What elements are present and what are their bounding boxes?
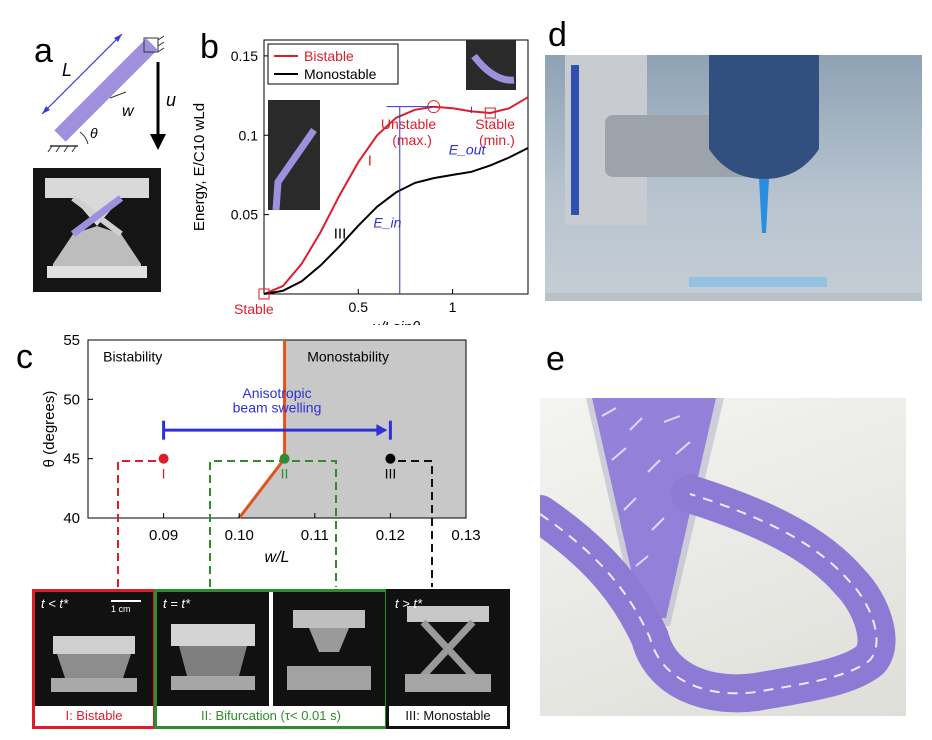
- point-label-III: III: [385, 466, 397, 482]
- annotation-stable-left: Stable: [234, 301, 274, 317]
- panel-label-d: d: [548, 16, 567, 54]
- point-I: [158, 453, 169, 464]
- nozzle-fiber-illustration: [540, 398, 906, 716]
- arrow-label-sub: beam swelling: [233, 399, 322, 415]
- point-label-I: I: [162, 466, 166, 482]
- label-w: w: [122, 103, 135, 120]
- xtick-label: 0.5: [349, 299, 369, 315]
- legend-label-bistable: Bistable: [304, 48, 354, 64]
- ytick-label: 0.1: [239, 127, 259, 143]
- legend-label-monostable: Monostable: [304, 66, 377, 82]
- x-axis-label: u/Lsinθ: [372, 319, 420, 325]
- annotation-E-out: E_out: [449, 141, 487, 157]
- caption-bistable: I: Bistable: [35, 706, 153, 726]
- ytick-label-c: 40: [63, 510, 80, 527]
- bistable-curve: [263, 96, 529, 295]
- time-label-right: t > t*: [395, 596, 423, 611]
- structure-photo-a: [33, 168, 161, 292]
- time-label-mid: t = t*: [163, 596, 191, 611]
- xtick-label: 1: [449, 299, 457, 315]
- beam: [54, 38, 158, 142]
- stable-marker-right: [484, 107, 496, 119]
- caption-bifurcation: II: Bifurcation (τ< 0.01 s): [157, 706, 385, 726]
- point-label-II: II: [281, 466, 289, 482]
- annotation-I: I: [368, 152, 372, 169]
- photo-bifurcation: t = t* II: Bifurcation (τ< 0.01 s): [154, 589, 388, 729]
- x-axis-label-c: w/L: [265, 549, 290, 566]
- arrow-label: Anisotropic: [242, 385, 311, 401]
- caption-monostable: III: Monostable: [389, 706, 507, 726]
- time-label-left: t < t*: [41, 596, 69, 611]
- panel-label-a: a: [34, 32, 53, 70]
- annotation-unstable: Unstable: [381, 116, 436, 132]
- panel-label-c: c: [16, 338, 33, 376]
- inset-beam-left: [272, 128, 317, 211]
- ytick-label-c: 45: [63, 451, 80, 468]
- xtick-label-c: 0.10: [225, 527, 254, 544]
- xtick-label-c: 0.13: [451, 527, 480, 544]
- label-u: u: [166, 90, 176, 110]
- y-axis-label: Energy, E/C10 wLd: [191, 103, 208, 231]
- panel-label-b: b: [200, 28, 219, 66]
- legend-box: [267, 43, 399, 85]
- annotation-stable-right-sub: (min.): [479, 132, 515, 148]
- stable-marker-left: [258, 288, 270, 300]
- annotation-unstable-sub: (max.): [392, 132, 432, 148]
- swelling-arrow-head: [376, 424, 388, 437]
- label-L: L: [62, 60, 72, 80]
- monostable-curve: [263, 147, 529, 295]
- y-axis-label-c: θ (degrees): [41, 391, 58, 468]
- photo-bistable: t < t* 1 cm I: Bistable: [32, 589, 156, 729]
- region-label-monostability: Monostability: [307, 348, 389, 364]
- scale-bar-label: 1 cm: [111, 604, 131, 614]
- ytick-label-c: 55: [63, 334, 80, 349]
- ytick-label-c: 50: [63, 391, 80, 408]
- photo-monostable: t > t* III: Monostable: [386, 589, 510, 729]
- xtick-label-c: 0.09: [149, 527, 178, 544]
- ytick-label: 0.05: [231, 207, 258, 223]
- printer-photo: [545, 55, 922, 301]
- xtick-label-c: 0.11: [301, 527, 329, 544]
- annotation-stable-right: Stable: [475, 116, 515, 132]
- point-III: [385, 453, 396, 464]
- inset-beam-right: [471, 53, 515, 84]
- connector-lines: [117, 460, 433, 587]
- annotation-E-in: E_in: [373, 214, 401, 230]
- panel-label-e: e: [546, 340, 565, 378]
- region-label-bistability: Bistability: [103, 348, 162, 364]
- annotation-III: III: [334, 225, 347, 242]
- xtick-label-c: 0.12: [376, 527, 405, 544]
- beam-schematic: L w θ u: [41, 34, 176, 152]
- plot-frame-c: [87, 339, 467, 519]
- label-theta: θ: [90, 125, 98, 141]
- ytick-label: 0.15: [231, 48, 258, 64]
